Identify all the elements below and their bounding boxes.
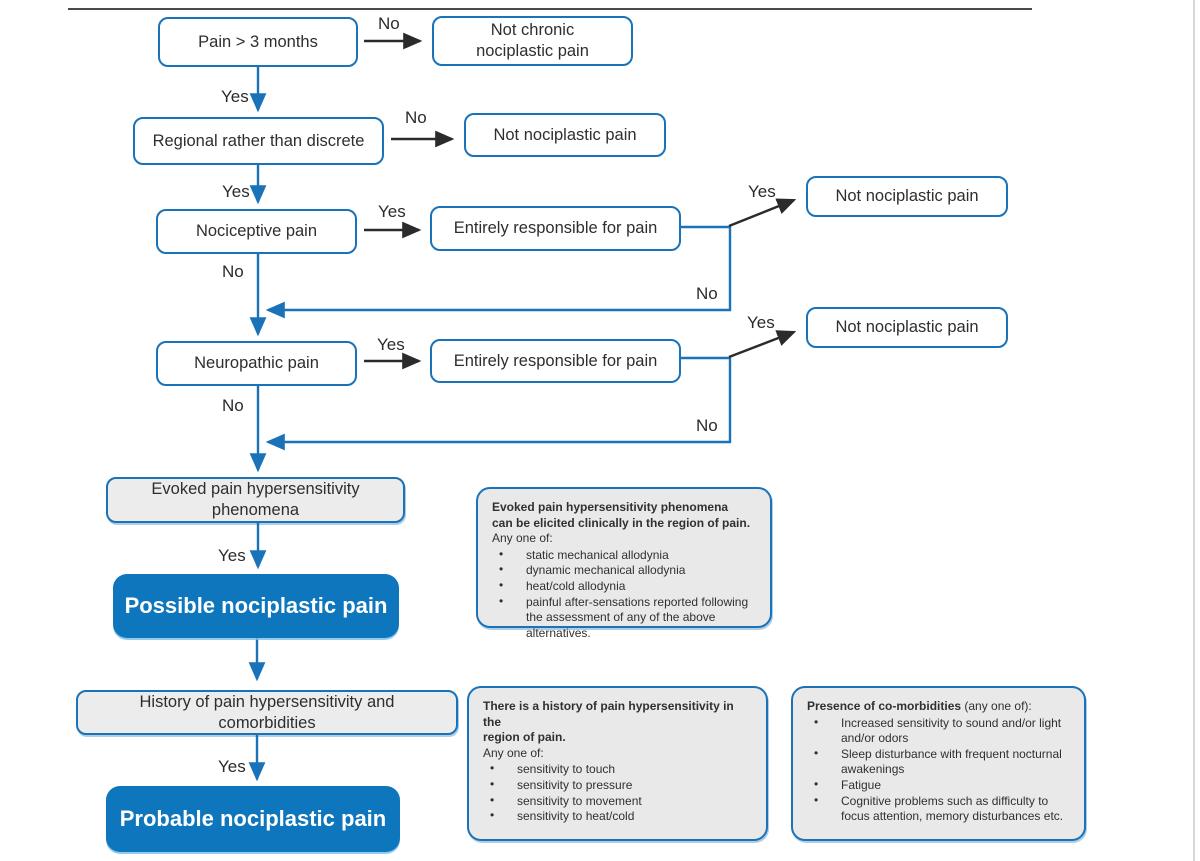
infobox-history-bullet: sensitivity to pressure <box>483 777 754 794</box>
edge-label-no-neuropathic: No <box>222 396 244 415</box>
infobox-comorbidities-bullet: Sleep disturbance with frequent nocturna… <box>807 746 1072 778</box>
edge-label-no-entirely1: No <box>696 284 718 303</box>
edge-label-yes-entirely1: Yes <box>748 182 776 201</box>
right-divider-line <box>1193 0 1195 861</box>
infobox-history-subtitle: Any one of: <box>483 745 544 760</box>
infobox-evoked-bullet: painful after-sensations reported follow… <box>492 594 758 642</box>
edge-label-no-entirely2: No <box>696 416 718 435</box>
top-divider-line <box>68 8 1032 10</box>
node-not-chronic-nociplastic: Not chronic nociplastic pain <box>432 16 633 66</box>
edge-label-no-nociceptive: No <box>222 262 244 281</box>
node-not-nociplastic-2: Not nociplastic pain <box>806 176 1008 217</box>
infobox-history-title-line2: region of pain. <box>483 730 566 745</box>
node-history-hypersensitivity-label: History of pain hypersensitivity and com… <box>139 692 395 732</box>
node-history-hypersensitivity: History of pain hypersensitivity and com… <box>76 690 458 735</box>
infobox-evoked-bullet: static mechanical allodynia <box>492 547 758 564</box>
node-not-chronic-nociplastic-label: Not chronic nociplastic pain <box>476 21 589 60</box>
edge-label-yes-evoked: Yes <box>218 546 246 565</box>
infobox-evoked-title-line2: can be elicited clinically in the region… <box>492 515 751 530</box>
node-neuropathic-label: Neuropathic pain <box>194 354 319 373</box>
node-neuropathic: Neuropathic pain <box>156 341 357 386</box>
infobox-evoked-subtitle: Any one of: <box>492 531 553 546</box>
edge-label-no-regional: No <box>405 108 427 127</box>
node-regional-label: Regional rather than discrete <box>152 131 365 150</box>
node-evoked-hypersensitivity-label: Evoked pain hypersensitivity phenomena <box>151 480 360 519</box>
node-not-nociplastic-1: Not nociplastic pain <box>464 113 666 157</box>
edge-label-yes-neuropathic: Yes <box>377 335 405 354</box>
node-regional: Regional rather than discrete <box>133 117 384 165</box>
edge-label-yes-entirely2: Yes <box>747 313 775 332</box>
edge-label-yes-duration: Yes <box>221 87 249 106</box>
infobox-comorbidities-bullet: Cognitive problems such as difficulty to… <box>807 793 1072 825</box>
infobox-comorbidities-bullet-list: Increased sensitivity to sound and/or li… <box>807 715 1072 825</box>
node-not-nociplastic-2-label: Not nociplastic pain <box>835 187 979 206</box>
infobox-comorbidities-title-bold: Presence of co-morbidities <box>807 699 962 713</box>
infobox-history-bullet: sensitivity to touch <box>483 761 754 778</box>
infobox-comorbidities-title-rest: (any one of): <box>961 699 1032 713</box>
node-pain-duration-label: Pain > 3 months <box>198 32 318 51</box>
node-not-nociplastic-3: Not nociplastic pain <box>806 307 1008 348</box>
infobox-history-bullet-list: sensitivity to touch sensitivity to pres… <box>483 761 754 825</box>
node-not-nociplastic-3-label: Not nociplastic pain <box>835 318 979 337</box>
edge-label-no-chronic: No <box>378 14 400 33</box>
edge-label-yes-regional: Yes <box>222 182 250 201</box>
edge-label-yes-nociceptive: Yes <box>378 202 406 221</box>
infobox-evoked-title-line1: Evoked pain hypersensitivity phenomena <box>492 500 729 514</box>
node-possible-nociplastic: Possible nociplastic pain <box>113 574 399 638</box>
node-pain-duration: Pain > 3 months <box>158 17 358 67</box>
node-not-nociplastic-1-label: Not nociplastic pain <box>493 125 637 144</box>
infobox-history-criteria: There is a history of pain hypersensitiv… <box>467 686 768 841</box>
infobox-comorbidities-bullet: Increased sensitivity to sound and/or li… <box>807 715 1072 747</box>
node-probable-nociplastic: Probable nociplastic pain <box>106 786 400 852</box>
edge-label-yes-history: Yes <box>218 757 246 776</box>
infobox-history-title-line1: There is a history of pain hypersensitiv… <box>483 699 734 729</box>
node-evoked-hypersensitivity: Evoked pain hypersensitivity phenomena <box>106 477 405 523</box>
infobox-evoked-criteria: Evoked pain hypersensitivity phenomena c… <box>476 487 772 640</box>
node-entirely-responsible-2-label: Entirely responsible for pain <box>453 351 658 370</box>
infobox-evoked-bullet: heat/cold allodynia <box>492 578 758 595</box>
node-entirely-responsible-2: Entirely responsible for pain <box>430 339 681 383</box>
node-nociceptive: Nociceptive pain <box>156 209 357 254</box>
node-possible-nociplastic-label: Possible nociplastic pain <box>124 593 388 619</box>
infobox-comorbidities-bullet: Fatigue <box>807 777 1072 794</box>
infobox-evoked-bullet-list: static mechanical allodynia dynamic mech… <box>492 547 758 642</box>
infobox-comorbidities-criteria: Presence of co-morbidities (any one of):… <box>791 686 1086 841</box>
node-entirely-responsible-1: Entirely responsible for pain <box>430 206 681 251</box>
infobox-comorbidities-title: Presence of co-morbidities (any one of): <box>807 699 1072 715</box>
infobox-history-bullet: sensitivity to movement <box>483 793 754 810</box>
node-entirely-responsible-1-label: Entirely responsible for pain <box>453 219 658 238</box>
node-probable-nociplastic-label: Probable nociplastic pain <box>119 806 387 832</box>
infobox-history-bullet: sensitivity to heat/cold <box>483 808 754 825</box>
node-nociceptive-label: Nociceptive pain <box>195 222 318 241</box>
infobox-evoked-bullet: dynamic mechanical allodynia <box>492 562 758 579</box>
